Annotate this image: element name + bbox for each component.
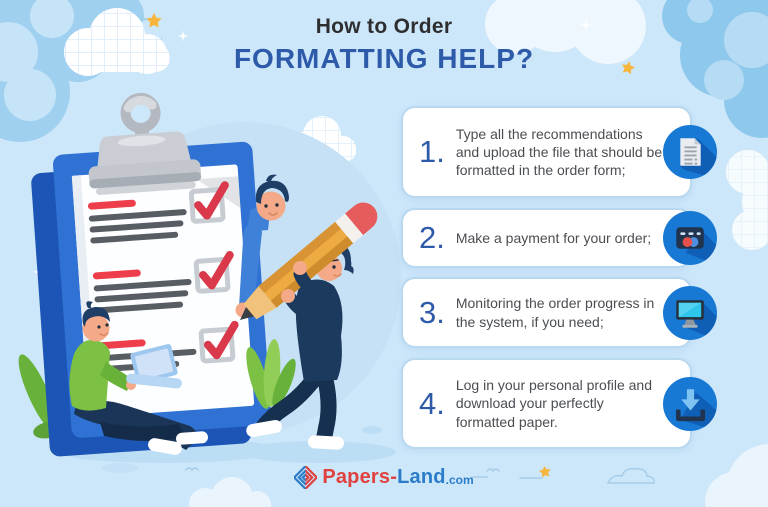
page-title: How to Order FORMATTING HELP? [0, 15, 768, 75]
brand-suffix: .com [445, 473, 474, 487]
clipboard-clip [88, 92, 202, 195]
checkmark [199, 251, 234, 290]
title-line-1: How to Order [315, 15, 453, 38]
checklist-row-1 [87, 181, 229, 244]
hand [293, 261, 307, 275]
cloud-doodle [185, 467, 655, 484]
illustration [18, 92, 401, 473]
cloud-bottom-right [705, 444, 768, 507]
checklist [87, 181, 239, 373]
laptop [126, 344, 182, 389]
brand-name-red: Papers- [322, 466, 398, 488]
checkmark [203, 320, 239, 360]
papers-land-logo-icon [294, 466, 318, 489]
checklist-row-2 [92, 251, 234, 314]
bird-doodle [185, 467, 199, 472]
payment-icon [663, 211, 717, 265]
corner-cloud-top-right [662, 0, 768, 138]
step-text: Make a payment for your order; [455, 229, 652, 246]
brand-name-blue: Land [397, 466, 446, 488]
step-card-2: 2. Make a payment for your order; [401, 208, 717, 268]
download-icon [663, 376, 717, 431]
hand [281, 289, 295, 303]
bird-doodle [486, 468, 500, 473]
step-card-1: 1. Type all the recommendations and uplo… [401, 106, 717, 198]
sitting-character [69, 301, 208, 455]
peeking-character [235, 174, 289, 318]
step-number: 2. [419, 220, 445, 255]
monitor-icon [663, 285, 717, 340]
document-icon [663, 125, 717, 179]
cloud-top-right-white [485, 0, 646, 64]
title-line-2: FORMATTING HELP? [233, 43, 535, 74]
step-number: 4. [419, 385, 445, 421]
checkmark [194, 181, 229, 220]
step-number: 3. [419, 294, 445, 330]
head [256, 191, 286, 221]
step-number: 1. [419, 134, 445, 169]
footer-logo: Papers- Land .com [0, 466, 768, 489]
shoe [307, 435, 344, 450]
shoe [176, 431, 208, 445]
step-text: Monitoring the order progress in the sys… [455, 295, 655, 330]
plant-right [246, 339, 296, 409]
shoe [148, 438, 182, 455]
grid-cloud-right-edge [726, 150, 768, 250]
pencil-eraser [345, 202, 378, 235]
cloud-bottom-left [189, 477, 271, 507]
step-card-3: 3. Monitoring the order progress in the … [401, 277, 717, 348]
step-text: Log in your personal profile and downloa… [455, 377, 652, 430]
shoe [246, 419, 282, 437]
step-card-4: 4. Log in your personal profile and down… [401, 358, 717, 449]
step-text: Type all the recommendations and upload … [455, 125, 663, 179]
grid-cloud-top-left [64, 8, 170, 76]
pencil-character [240, 202, 378, 450]
